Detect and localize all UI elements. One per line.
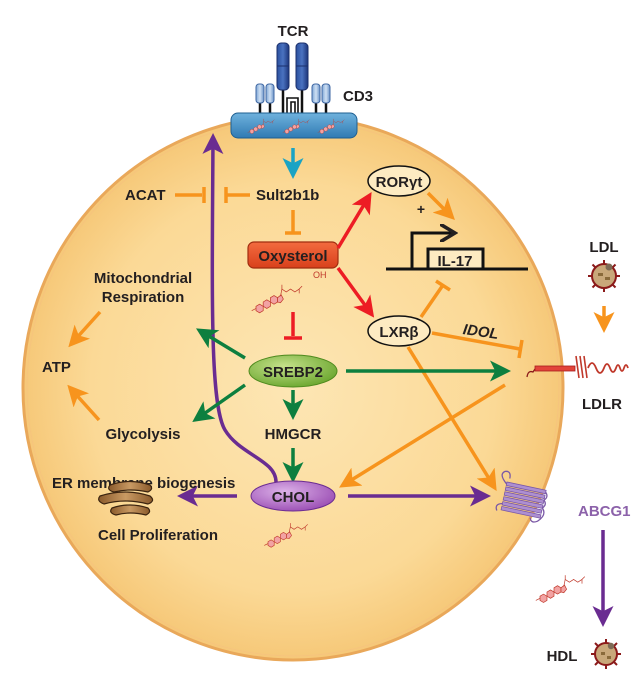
lxrb-label: LXRβ bbox=[379, 324, 418, 341]
arrow-mito-to-atp bbox=[68, 310, 102, 348]
plus-sign: + bbox=[417, 201, 425, 217]
srebp2-node bbox=[248, 354, 338, 388]
roryt-node bbox=[367, 165, 431, 197]
inhibit-lxrb-ldlr bbox=[517, 339, 524, 359]
tcr-label: TCR bbox=[278, 23, 309, 40]
ldlr-label: LDLR bbox=[582, 396, 622, 413]
il17-label: IL-17 bbox=[437, 253, 472, 270]
chol-node bbox=[250, 480, 336, 512]
ldl-particle-icon bbox=[588, 260, 620, 292]
srebp2-label: SREBP2 bbox=[263, 364, 323, 381]
mito-label-line1: Mitochondrial bbox=[94, 270, 192, 287]
atp-label: ATP bbox=[42, 359, 71, 376]
cd3-subunit bbox=[255, 83, 265, 104]
cd3-label: CD3 bbox=[343, 88, 373, 105]
hdl-label: HDL bbox=[547, 648, 578, 665]
hmgcr-label: HMGCR bbox=[265, 426, 322, 443]
oxysterol-box bbox=[247, 241, 339, 269]
ldl-label: LDL bbox=[589, 239, 618, 256]
arrow-chol-to-membrane bbox=[202, 133, 278, 483]
hdl-particle-icon bbox=[591, 639, 621, 669]
arrow-roryt-to-il17 bbox=[426, 191, 455, 220]
lxrb-node bbox=[367, 315, 431, 347]
oh-label: OH bbox=[313, 270, 327, 280]
abcg1-label: ABCG1 bbox=[578, 503, 631, 520]
arrow-oxysterol-to-roryt bbox=[336, 191, 372, 249]
tcr-cd3-complex bbox=[230, 42, 358, 139]
ldlr-receptor-icon bbox=[526, 355, 629, 379]
sult2b1b-label: Sult2b1b bbox=[256, 187, 319, 204]
oxysterol-label: Oxysterol bbox=[258, 248, 327, 265]
abcg1-transporter-icon bbox=[495, 470, 548, 523]
cell-proliferation-label: Cell Proliferation bbox=[98, 527, 218, 544]
cd3-subunit bbox=[265, 83, 275, 104]
arrow-srebp2-to-glycolysis bbox=[192, 383, 247, 423]
arrow-oxysterol-to-lxrb bbox=[336, 266, 375, 318]
cd3-subunit bbox=[311, 83, 321, 104]
er-organelle-icon bbox=[98, 480, 154, 516]
il17-gene: IL-17 bbox=[386, 233, 528, 271]
efflux-cholesterol-molecule bbox=[535, 574, 586, 603]
idol-label: IDOL bbox=[462, 321, 500, 343]
inhibit-lxrb-il17 bbox=[435, 279, 451, 292]
glycolysis-label: Glycolysis bbox=[105, 426, 180, 443]
chol-label: CHOL bbox=[272, 489, 315, 506]
arrow-glycolysis-to-atp bbox=[67, 384, 101, 422]
roryt-label: RORγt bbox=[376, 174, 423, 191]
cd3-subunit bbox=[321, 83, 331, 104]
mito-label-line2: Respiration bbox=[102, 289, 185, 306]
arrow-ldlr-to-chol bbox=[339, 383, 506, 488]
acat-label: ACAT bbox=[125, 187, 166, 204]
arrow-srebp2-to-mito bbox=[196, 328, 246, 360]
